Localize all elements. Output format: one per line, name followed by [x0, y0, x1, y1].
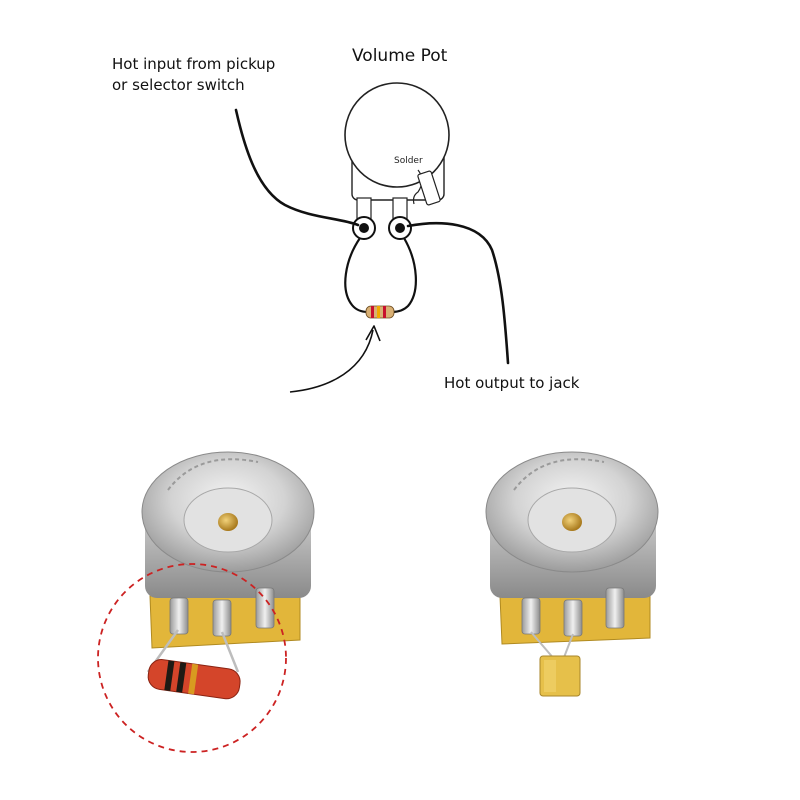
input-label-line2: or selector switch [112, 76, 245, 94]
input-label-line1: Hot input from pickup [112, 55, 276, 73]
input-wire [234, 108, 360, 227]
pot-lug-left [352, 197, 376, 240]
highlight-circle [97, 563, 287, 753]
pot-lug-right [388, 197, 412, 240]
treble-bleed-resistor [365, 305, 395, 319]
output-label: Hot output to jack [444, 374, 580, 392]
pot-photo-with-resistor [141, 451, 315, 700]
schematic [234, 82, 510, 393]
pointer-arrow [289, 325, 381, 393]
volume-pot-body [344, 82, 450, 206]
volume-pot-title: Volume Pot [352, 46, 448, 66]
pot-photo-with-capacitor [485, 451, 659, 697]
resistor-lead-left [344, 237, 369, 314]
resistor-lead-right [391, 237, 417, 314]
output-wire [406, 221, 510, 365]
solder-label: Solder [394, 156, 423, 166]
